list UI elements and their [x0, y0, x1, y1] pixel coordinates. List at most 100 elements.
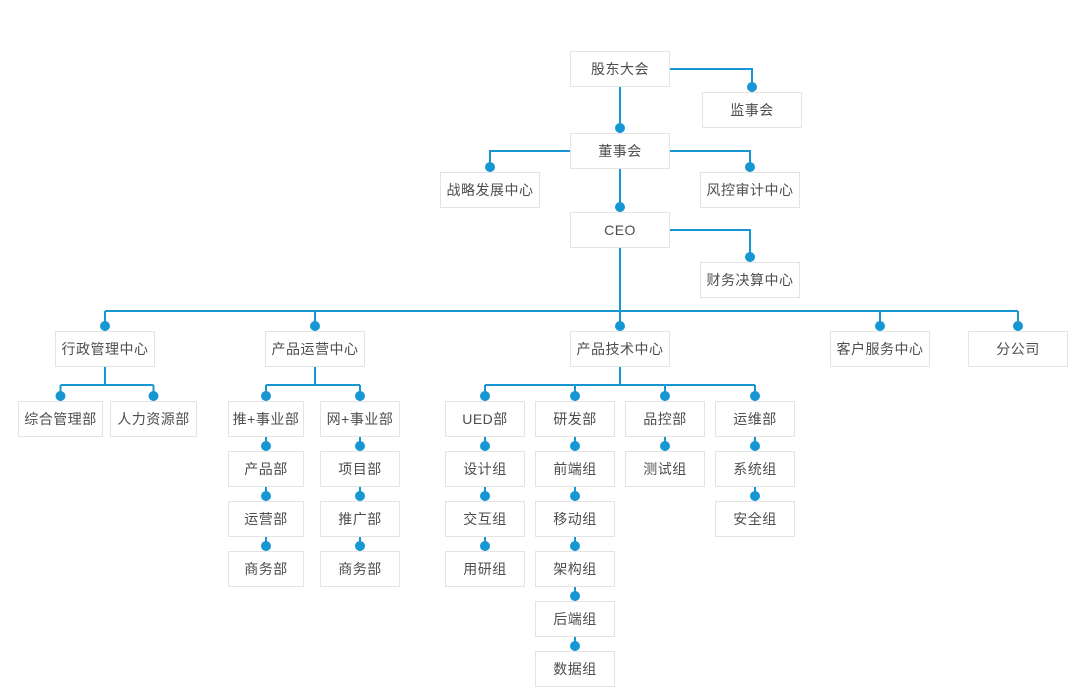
node-design-group: 设计组: [445, 451, 525, 487]
node-label: 综合管理部: [24, 411, 97, 427]
connector-dot: [310, 321, 320, 331]
node-operation-dept: 运营部: [228, 501, 304, 537]
node-label: 架构组: [553, 561, 597, 577]
connector-dot: [660, 391, 670, 401]
connector-dot: [261, 541, 271, 551]
node-frontend-group: 前端组: [535, 451, 615, 487]
node-label: 商务部: [244, 561, 288, 577]
node-data-group: 数据组: [535, 651, 615, 687]
connector-dot: [750, 441, 760, 451]
node-label: 商务部: [338, 561, 382, 577]
node-label: 监事会: [730, 102, 774, 118]
node-label: 分公司: [996, 341, 1040, 357]
node-risk-audit-center: 风控审计中心: [700, 172, 800, 208]
node-label: 移动组: [553, 511, 597, 527]
connector-dot: [480, 541, 490, 551]
connector-dot: [660, 441, 670, 451]
node-label: 网+事业部: [326, 411, 394, 427]
node-rd-dept: 研发部: [535, 401, 615, 437]
connector-dot: [570, 541, 580, 551]
connector-dot: [480, 491, 490, 501]
connector-dot: [615, 202, 625, 212]
node-project-dept: 项目部: [320, 451, 400, 487]
node-label: 风控审计中心: [706, 182, 794, 198]
node-label: 运营部: [244, 511, 288, 527]
connector-dot: [485, 162, 495, 172]
connector-dot: [570, 641, 580, 651]
node-label: 行政管理中心: [61, 341, 149, 357]
node-label: 推+事业部: [232, 411, 300, 427]
connector-dot: [1013, 321, 1023, 331]
connector-dot: [355, 441, 365, 451]
node-label: 前端组: [553, 461, 597, 477]
node-hr-dept: 人力资源部: [110, 401, 197, 437]
node-board-of-directors: 董事会: [570, 133, 670, 169]
node-label: 产品部: [244, 461, 288, 477]
node-mobile-group: 移动组: [535, 501, 615, 537]
connector-dot: [261, 491, 271, 501]
connector-dot: [615, 123, 625, 133]
node-security-group: 安全组: [715, 501, 795, 537]
node-label: UED部: [462, 411, 508, 427]
node-label: 系统组: [733, 461, 777, 477]
connector-dot: [615, 321, 625, 331]
connector-dot: [480, 441, 490, 451]
node-label: 客户服务中心: [836, 341, 924, 357]
connector-dot: [570, 441, 580, 451]
connector-dot: [148, 391, 159, 401]
node-general-management-dept: 综合管理部: [18, 401, 103, 437]
node-product-dept: 产品部: [228, 451, 304, 487]
node-business-dept-2: 商务部: [320, 551, 400, 587]
node-label: 股东大会: [591, 61, 649, 77]
node-branch-company: 分公司: [968, 331, 1068, 367]
connector-dot: [355, 541, 365, 551]
node-label: 产品技术中心: [576, 341, 664, 357]
node-label: 项目部: [338, 461, 382, 477]
node-strategy-development-center: 战略发展中心: [440, 172, 540, 208]
node-architecture-group: 架构组: [535, 551, 615, 587]
node-label: 交互组: [463, 511, 507, 527]
node-customer-service-center: 客户服务中心: [830, 331, 930, 367]
node-label: 产品运营中心: [271, 341, 359, 357]
connector-dot: [745, 252, 755, 262]
connector-dot: [570, 391, 580, 401]
node-product-technology-center: 产品技术中心: [570, 331, 670, 367]
node-testing-group: 测试组: [625, 451, 705, 487]
node-label: 董事会: [598, 143, 642, 159]
connector-dot: [747, 82, 757, 92]
node-ops-dept: 运维部: [715, 401, 795, 437]
node-finance-settlement-center: 财务决算中心: [700, 262, 800, 298]
connector-dot: [875, 321, 885, 331]
node-admin-management-center: 行政管理中心: [55, 331, 155, 367]
node-business-dept-1: 商务部: [228, 551, 304, 587]
node-label: 数据组: [553, 661, 597, 677]
node-label: 运维部: [733, 411, 777, 427]
node-wang-business-dept: 网+事业部: [320, 401, 400, 437]
node-label: 安全组: [733, 511, 777, 527]
node-label: 用研组: [463, 561, 507, 577]
connector-dot: [261, 441, 271, 451]
node-system-group: 系统组: [715, 451, 795, 487]
node-label: 品控部: [643, 411, 687, 427]
connector-dot: [355, 491, 365, 501]
node-label: 测试组: [643, 461, 687, 477]
node-ceo: CEO: [570, 212, 670, 248]
node-shareholders-meeting: 股东大会: [570, 51, 670, 87]
connector-dot: [55, 391, 66, 401]
node-ued-dept: UED部: [445, 401, 525, 437]
node-label: 后端组: [553, 611, 597, 627]
node-label: 推广部: [338, 511, 382, 527]
connector-dot: [100, 321, 110, 331]
node-label: 设计组: [463, 461, 507, 477]
node-interaction-group: 交互组: [445, 501, 525, 537]
node-supervisory-board: 监事会: [702, 92, 802, 128]
node-qc-dept: 品控部: [625, 401, 705, 437]
node-tui-business-dept: 推+事业部: [228, 401, 304, 437]
node-label: 人力资源部: [117, 411, 190, 427]
node-label: 研发部: [553, 411, 597, 427]
connector-dot: [750, 391, 760, 401]
node-user-research-group: 用研组: [445, 551, 525, 587]
node-label: CEO: [604, 222, 636, 238]
node-product-operation-center: 产品运营中心: [265, 331, 365, 367]
